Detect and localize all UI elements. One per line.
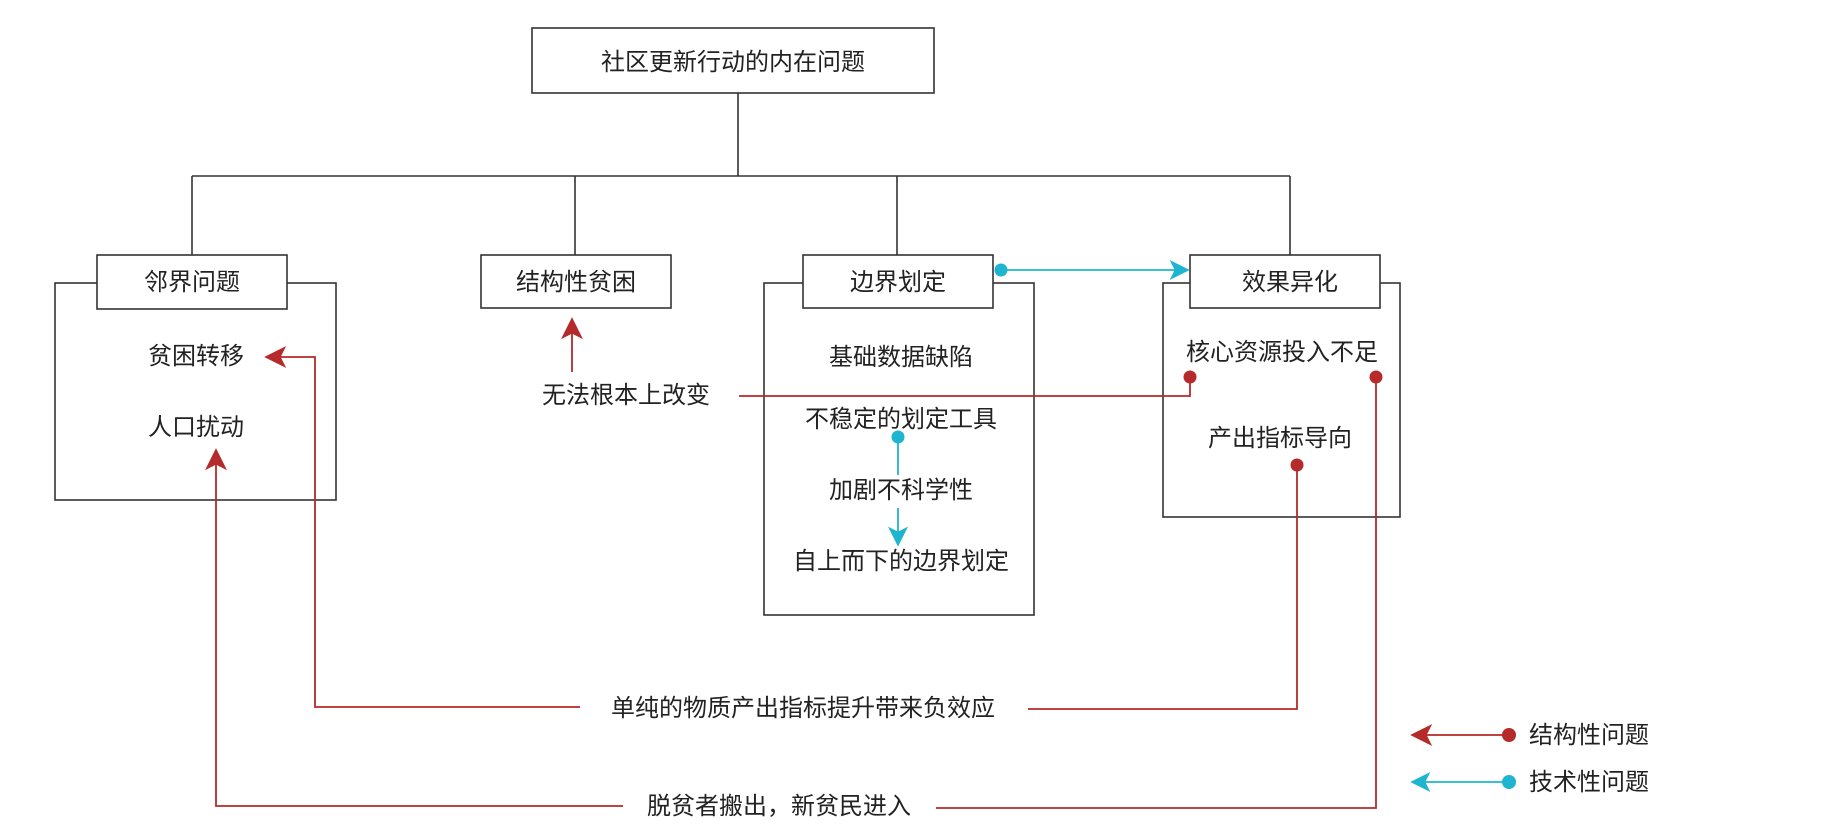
effect-item-core-resources: 核心资源投入不足	[1186, 338, 1378, 366]
legend-structural: 结构性问题	[1410, 721, 1649, 749]
legend-structural-label: 结构性问题	[1529, 721, 1649, 749]
connector-labels: 单纯的物质产出指标提升带来负效应 脱贫者搬出，新贫民进入	[611, 694, 995, 820]
root-label: 社区更新行动的内在问题	[601, 48, 865, 76]
boundary-item-unscientific: 加剧不科学性	[829, 476, 973, 504]
structural-title: 结构性贫困	[516, 268, 636, 296]
neighbor-item-poverty-transfer: 贫困转移	[148, 342, 244, 370]
connector-migration-label: 脱贫者搬出，新贫民进入	[647, 792, 911, 820]
boundary-item-data-defect: 基础数据缺陷	[829, 343, 973, 371]
connector-material-label: 单纯的物质产出指标提升带来负效应	[611, 694, 995, 722]
category-boundary: 边界划定 基础数据缺陷 不稳定的划定工具 加剧不科学性 自上而下的边界划定	[763, 254, 1035, 616]
category-neighbor: 邻界问题 贫困转移 人口扰动	[54, 254, 337, 501]
legend-technical: 技术性问题	[1410, 768, 1649, 796]
root-node: 社区更新行动的内在问题	[531, 27, 935, 94]
effect-item-output-oriented: 产出指标导向	[1208, 424, 1352, 452]
boundary-title: 边界划定	[850, 268, 946, 296]
neighbor-item-population-disturbance: 人口扰动	[148, 413, 244, 441]
structural-note: 无法根本上改变	[542, 381, 710, 409]
boundary-item-unstable-tools: 不稳定的划定工具	[805, 405, 997, 433]
legend: 结构性问题 技术性问题	[1410, 721, 1649, 796]
effect-title: 效果异化	[1242, 268, 1338, 296]
category-structural: 结构性贫困 无法根本上改变	[480, 254, 710, 409]
boundary-item-top-down: 自上而下的边界划定	[793, 547, 1009, 575]
neighbor-title: 邻界问题	[144, 268, 240, 296]
structural-relations	[205, 317, 1383, 809]
technical-relations	[888, 260, 1190, 547]
category-effect: 效果异化 核心资源投入不足 产出指标导向	[1162, 254, 1401, 518]
legend-technical-label: 技术性问题	[1529, 768, 1649, 796]
tree-connectors	[191, 93, 1291, 255]
